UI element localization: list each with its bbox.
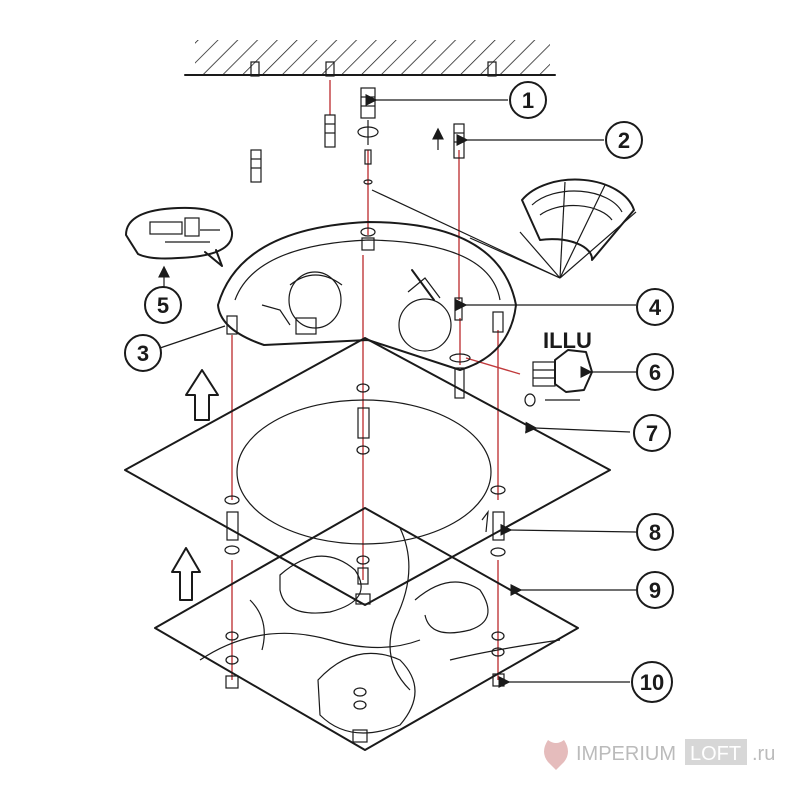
wall-anchor-spare	[250, 149, 262, 183]
callout-4: 4	[636, 288, 674, 326]
callout-9: 9	[636, 571, 674, 609]
ceiling-base-plate	[217, 221, 517, 399]
callout-2: 2	[605, 121, 643, 159]
svg-text:.ru: .ru	[752, 743, 775, 765]
callout-3: 3	[124, 334, 162, 372]
ceiling	[184, 40, 556, 77]
svg-text:LOFT: LOFT	[690, 743, 741, 765]
spacer-left	[224, 495, 240, 555]
svg-text:9: 9	[649, 578, 661, 603]
svg-text:10: 10	[640, 670, 664, 695]
up-arrow-icon	[185, 369, 219, 421]
callout-6: 6	[636, 353, 674, 391]
svg-text:7: 7	[646, 421, 658, 446]
bulb	[524, 349, 593, 407]
bracket-detail-bubble	[125, 206, 234, 288]
callout-5: 5	[144, 286, 182, 324]
wall-anchor-2	[432, 123, 465, 159]
svg-text:3: 3	[137, 341, 149, 366]
svg-text:6: 6	[649, 360, 661, 385]
glass-panel-top	[124, 337, 611, 606]
svg-text:2: 2	[618, 128, 630, 153]
callout-leaders	[159, 94, 637, 688]
crest-icon	[544, 740, 568, 770]
watermark: IMPERIUM LOFT .ru	[544, 739, 775, 770]
callout-8: 8	[636, 513, 674, 551]
spacer-right	[481, 485, 506, 557]
svg-text:IMPERIUM: IMPERIUM	[576, 743, 676, 765]
illu-label: ILLU	[543, 328, 592, 353]
up-arrow-icon	[171, 547, 201, 601]
rim-detail	[469, 178, 637, 279]
callout-1: 1	[509, 81, 547, 119]
svg-text:1: 1	[522, 88, 534, 113]
svg-text:5: 5	[157, 293, 169, 318]
wall-anchor-left	[324, 114, 336, 148]
callout-7: 7	[633, 414, 671, 452]
svg-text:8: 8	[649, 520, 661, 545]
callout-10: 10	[631, 661, 673, 703]
svg-text:4: 4	[649, 295, 662, 320]
alignment-guides	[231, 80, 521, 680]
glass-panel-bottom	[154, 507, 579, 751]
